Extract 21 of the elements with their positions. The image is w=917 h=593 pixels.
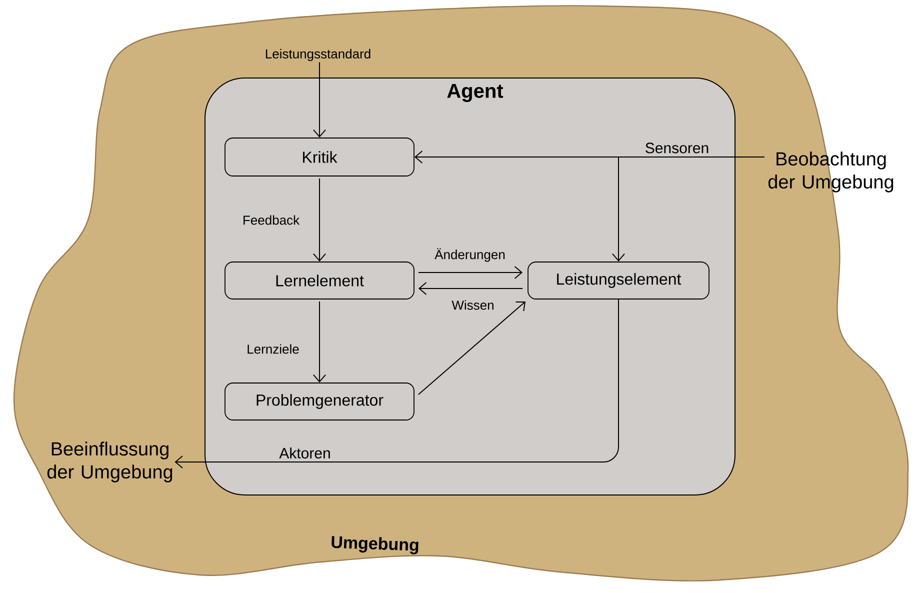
environment-label: Beeinflussung der Umgebung [47,442,172,482]
arrow [418,301,526,395]
arrow [313,300,326,383]
edge-label: Feedback [241,214,301,226]
component-box: Leistungselement [528,262,710,300]
input-label: Leistungsstandard [266,48,370,62]
edge-label: Aktoren [278,446,332,460]
arrow [313,178,326,262]
edge-label: Lernziele [246,343,300,355]
node-label: Umgebung [332,536,418,554]
arrow [418,266,523,279]
edge-label: Änderungen [434,247,506,263]
edge-label: Wissen [450,299,496,311]
component-box: Problemgenerator [224,382,414,420]
component-box: Lernelement [224,262,414,300]
component-box: Kritik [224,138,414,176]
arrow [174,298,619,468]
arrow [612,156,765,262]
arrow [418,282,524,295]
edge-label: Sensoren [644,142,710,154]
arrow [313,62,326,138]
